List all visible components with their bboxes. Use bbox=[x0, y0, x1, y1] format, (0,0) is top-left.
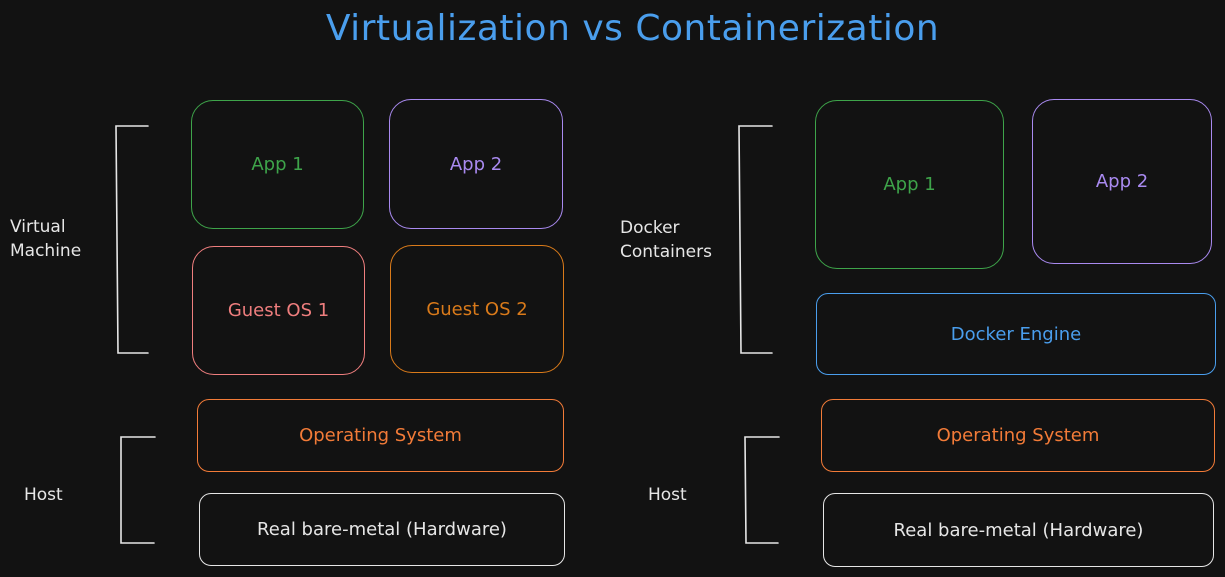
operating-system-box-right: Operating System bbox=[821, 399, 1215, 472]
vm-app2-label: App 2 bbox=[449, 153, 503, 175]
container-app1-label: App 1 bbox=[883, 174, 936, 195]
vm-app1-box: App 1 bbox=[191, 100, 364, 229]
container-app2-box: App 2 bbox=[1032, 99, 1212, 264]
hardware-label-right: Real bare-metal (Hardware) bbox=[893, 519, 1144, 541]
virtual-machine-bracket bbox=[115, 125, 149, 354]
docker-containers-label-line1: Docker bbox=[620, 218, 680, 238]
operating-system-box-left: Operating System bbox=[197, 399, 564, 472]
guest-os2-label: Guest OS 2 bbox=[426, 298, 528, 320]
container-app2-label: App 2 bbox=[1095, 171, 1149, 192]
host-bracket-right bbox=[744, 436, 780, 544]
hardware-box-right: Real bare-metal (Hardware) bbox=[823, 493, 1214, 567]
vm-app2-box: App 2 bbox=[389, 99, 563, 229]
virtual-machine-label-line1: Virtual bbox=[10, 217, 66, 237]
docker-containers-bracket bbox=[738, 125, 773, 354]
guest-os1-box: Guest OS 1 bbox=[192, 246, 365, 375]
container-app1-box: App 1 bbox=[815, 100, 1004, 269]
host-label-right: Host bbox=[648, 485, 687, 505]
guest-os1-label: Guest OS 1 bbox=[227, 300, 330, 321]
docker-containers-label: Docker Containers bbox=[620, 216, 712, 264]
virtual-machine-label: Virtual Machine bbox=[10, 215, 81, 263]
docker-engine-label: Docker Engine bbox=[950, 323, 1082, 345]
hardware-box-left: Real bare-metal (Hardware) bbox=[199, 493, 565, 566]
docker-containers-label-line2: Containers bbox=[620, 242, 712, 262]
guest-os2-box: Guest OS 2 bbox=[390, 245, 564, 373]
virtual-machine-label-line2: Machine bbox=[10, 241, 82, 261]
docker-engine-box: Docker Engine bbox=[816, 293, 1216, 375]
vm-app1-label: App 1 bbox=[251, 154, 304, 175]
host-bracket-left bbox=[120, 436, 156, 544]
operating-system-label-right: Operating System bbox=[936, 425, 1100, 446]
hardware-label-left: Real bare-metal (Hardware) bbox=[257, 519, 507, 540]
operating-system-label-left: Operating System bbox=[299, 425, 462, 446]
diagram-title: Virtualization vs Containerization bbox=[325, 8, 940, 49]
host-label-left: Host bbox=[24, 485, 63, 505]
